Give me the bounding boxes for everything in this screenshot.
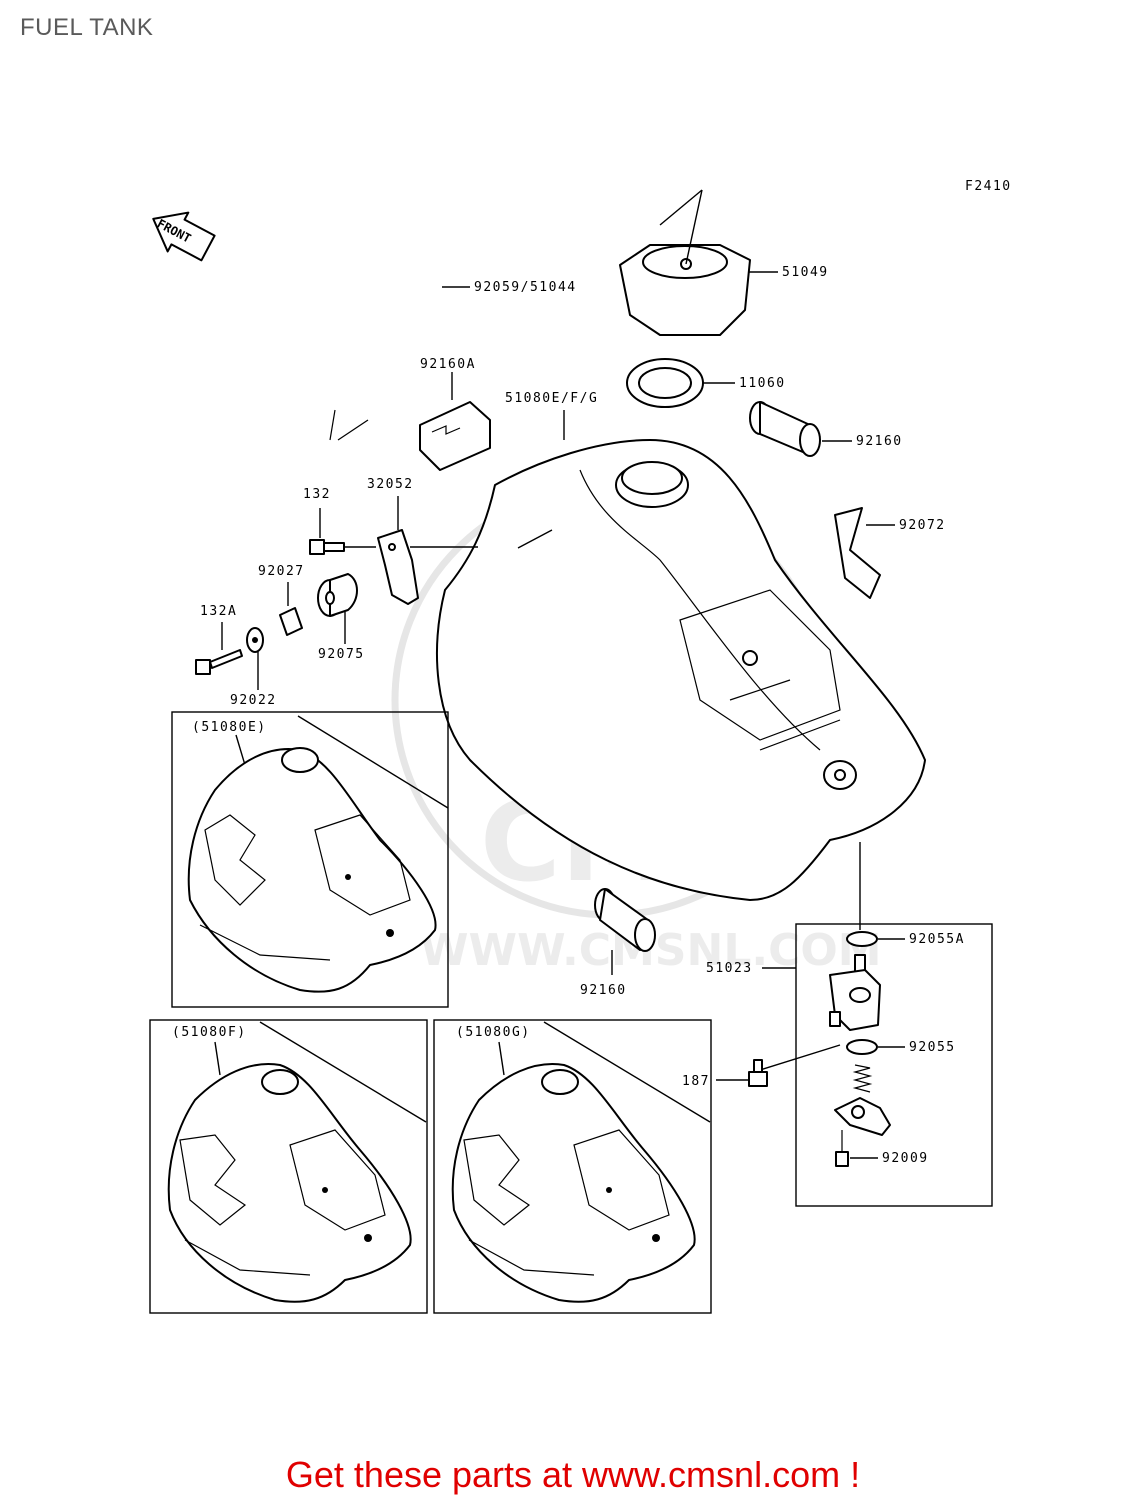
- label-oring: 92055: [909, 1040, 956, 1055]
- variant-e-label: (51080E): [192, 720, 267, 735]
- oring-92055a-part: [846, 931, 878, 947]
- filter-upper-part: [749, 401, 821, 457]
- label-bolt-132: 132: [303, 487, 331, 502]
- bolt-187-part: [748, 1059, 768, 1087]
- label-bracket: 32052: [367, 477, 414, 492]
- bracket-part: [377, 529, 419, 605]
- hose-part: [241, 244, 441, 441]
- label-filter-upper: 92160: [856, 434, 903, 449]
- oring-92055-part: [846, 1039, 878, 1055]
- variant-g-label: (51080G): [456, 1025, 531, 1040]
- cap-gasket-part: [626, 358, 704, 408]
- variant-f-label: (51080F): [172, 1025, 247, 1040]
- fuel-cock-box: [759, 842, 993, 1207]
- label-damper-92075: 92075: [318, 647, 365, 662]
- spring-part: [852, 1064, 873, 1093]
- label-washer: 92022: [230, 693, 277, 708]
- label-screw: 92009: [882, 1151, 929, 1166]
- fuel-cap-part: [619, 244, 751, 336]
- collar-part: [279, 607, 303, 636]
- bolt-132-part: [309, 539, 345, 555]
- fuel-cock-part: [829, 954, 881, 1031]
- screw-part: [835, 1130, 849, 1167]
- main-tank-part: [436, 439, 926, 901]
- strap-part: [834, 507, 881, 599]
- label-strap: 92072: [899, 518, 946, 533]
- label-cap: 51049: [782, 265, 829, 280]
- label-filter-lower: 92160: [580, 983, 627, 998]
- variant-e-box: (51080E): [171, 711, 449, 1008]
- front-arrow-icon: FRONT: [152, 211, 216, 262]
- damper-92075-part: [317, 573, 358, 617]
- label-oring-a: 92055A: [909, 932, 965, 947]
- filter-lower-part: [594, 888, 656, 952]
- damper-92160a-part: [419, 401, 491, 471]
- fuel-tank-diagram: CMS WWW.CMSNL.COM F2410 FRONT 92059/5104…: [149, 179, 1012, 1314]
- washer-part: [246, 627, 264, 653]
- variant-f-box: (51080F): [149, 1019, 428, 1314]
- footer-link[interactable]: Get these parts at www.cmsnl.com !: [285, 1454, 861, 1495]
- label-cap-gasket: 11060: [739, 376, 786, 391]
- label-hose: 92059/51044: [474, 280, 577, 295]
- label-tank-main: 51080E/F/G: [505, 391, 598, 406]
- bolt-132a-part: [195, 649, 243, 675]
- variant-g-box: (51080G): [433, 1019, 712, 1314]
- label-bolt-187: 187: [682, 1074, 710, 1089]
- lever-part: [834, 1097, 891, 1136]
- label-fuel-cock: 51023: [706, 961, 753, 976]
- figure-code: F2410: [965, 179, 1012, 194]
- page-title: FUEL TANK: [20, 14, 154, 41]
- label-damper-top: 92160A: [420, 357, 476, 372]
- label-bolt-132a: 132A: [200, 604, 237, 619]
- label-collar: 92027: [258, 564, 305, 579]
